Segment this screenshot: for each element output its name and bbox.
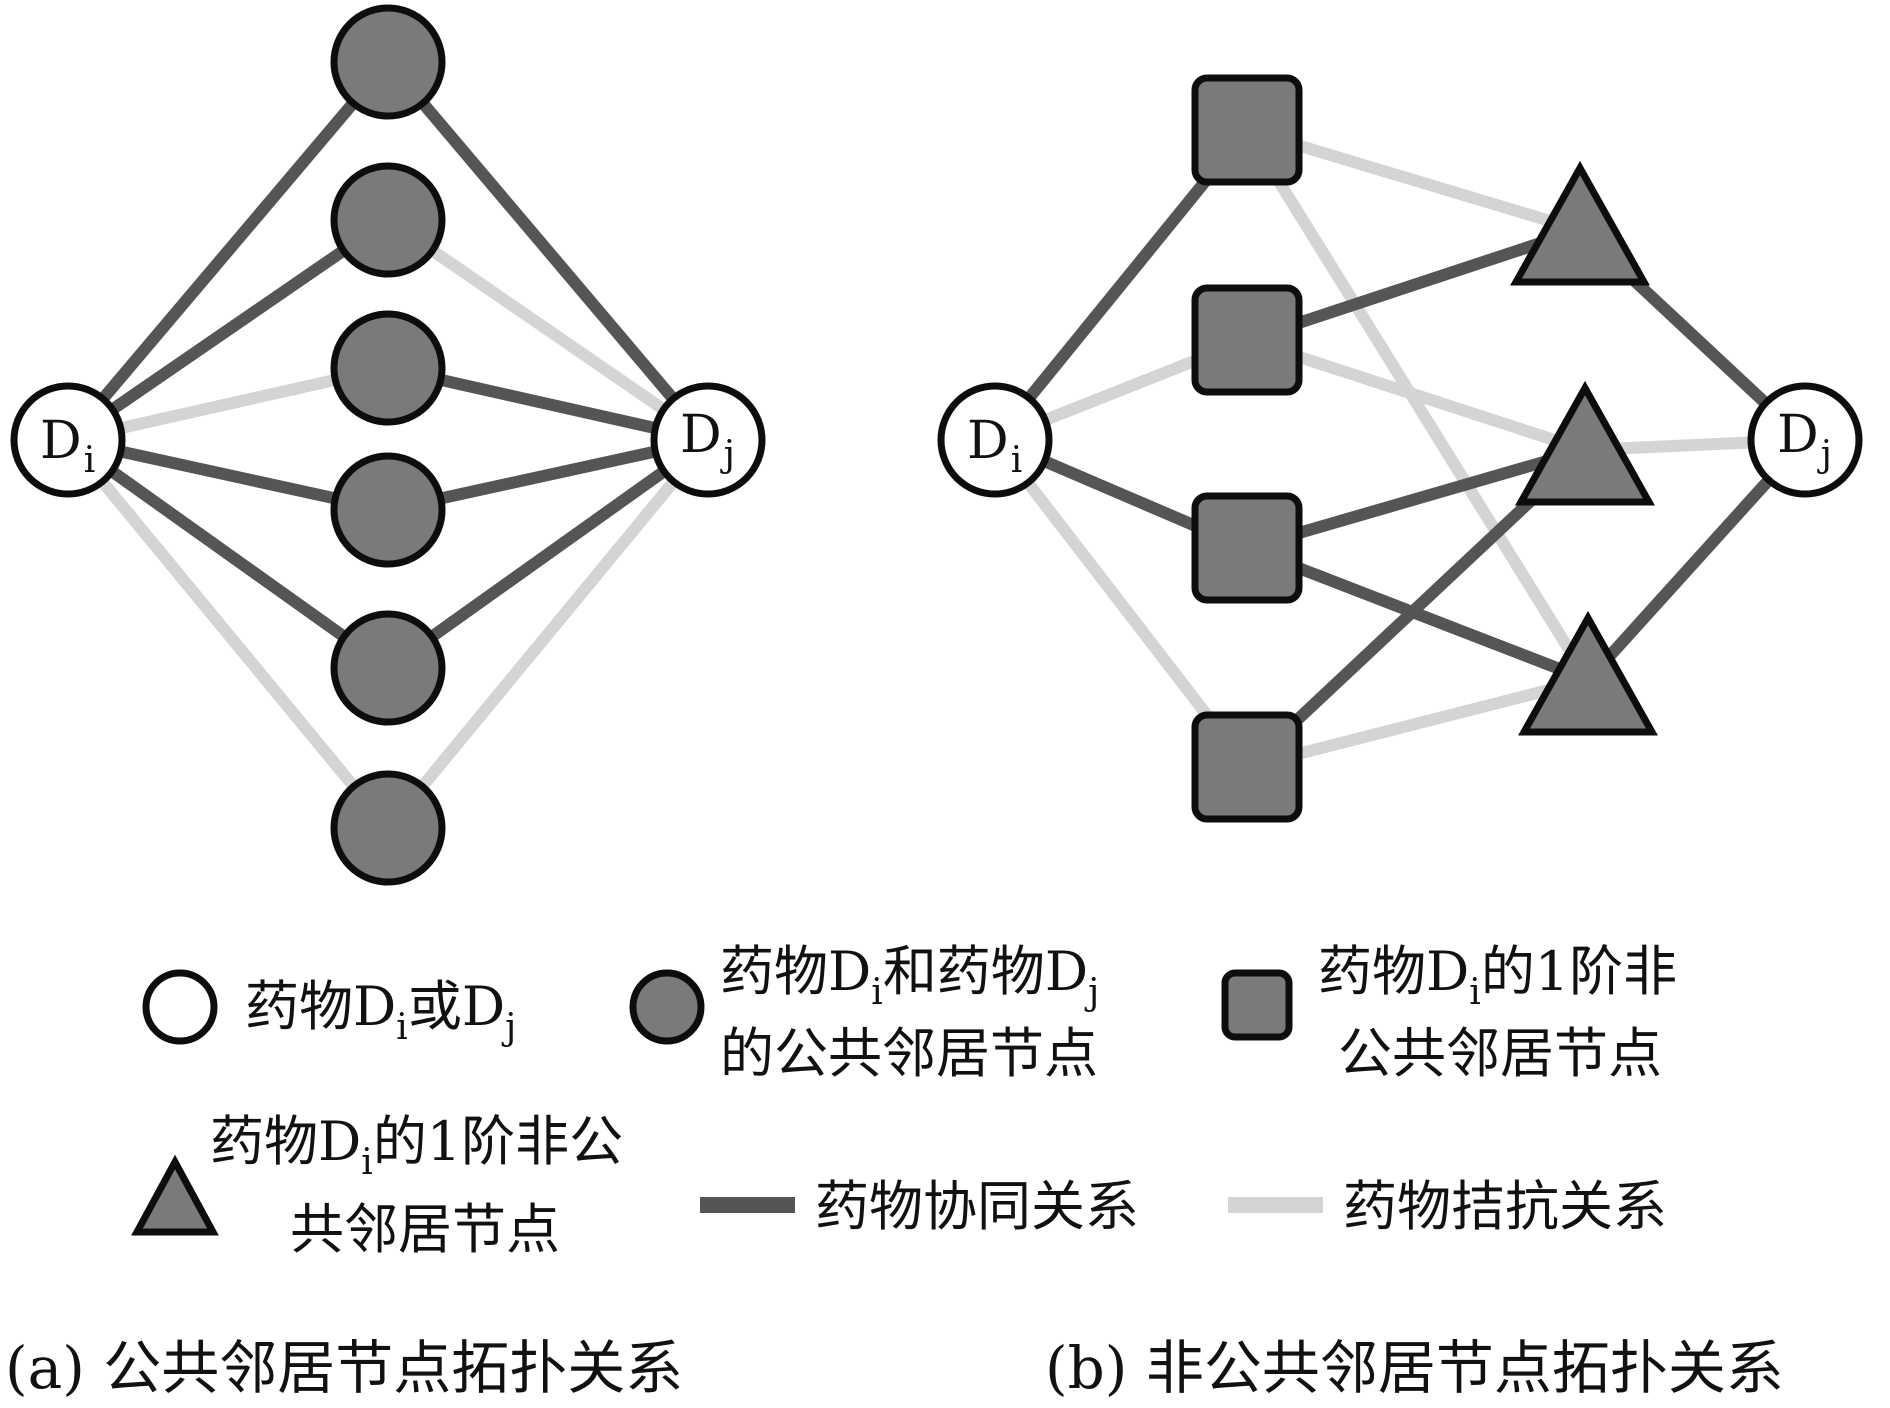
drug-j-label: Dj	[680, 405, 735, 475]
legend: 药物Di或Dj 药物Di和药物Dj 的公共邻居节点 药物Di的1阶非 公共邻居节…	[131, 940, 1677, 1261]
endpoint-circle	[650, 382, 766, 498]
drug-i-node: Di	[10, 382, 126, 498]
square-neighbor-node	[1191, 284, 1303, 396]
legend-common-line1: 药物Di和药物Dj	[720, 940, 1099, 1013]
drug-j-node: Dj	[650, 382, 766, 498]
common-neighbor-diagram: Di Dj	[10, 4, 766, 886]
common-neighbor-node	[330, 162, 446, 278]
square-neighbor-node	[1191, 711, 1303, 823]
drug-i-label: Di	[967, 411, 1022, 481]
drug-j-node: Dj	[1747, 382, 1863, 498]
square-neighbor-node	[1191, 492, 1303, 604]
legend-antagonism-label: 药物拮抗关系	[1343, 1175, 1667, 1238]
caption-b: (b) 非公共邻居节点拓扑关系	[1045, 1334, 1784, 1402]
node-layer	[1191, 74, 1658, 823]
non-common-neighbor-diagram: Di Dj	[937, 74, 1863, 823]
drug-i-node: Di	[937, 382, 1053, 498]
triangle-neighbor-node	[1510, 160, 1650, 286]
antagonism-edge	[1245, 334, 1587, 456]
common-neighbor-node	[330, 610, 446, 726]
node-layer	[330, 4, 446, 886]
synergy-edge	[1245, 444, 1587, 554]
triangle-icon	[131, 1154, 219, 1236]
common-neighbor-node	[330, 310, 446, 426]
common-neighbor-node	[330, 452, 446, 568]
edge-layer	[990, 124, 1810, 773]
common-neighbor-node	[330, 770, 446, 886]
legend-item-synergy: 药物协同关系	[700, 1175, 1139, 1238]
legend-common-line2: 的公共邻居节点	[720, 1022, 1098, 1085]
common-neighbor-node	[330, 4, 446, 120]
white-circle-icon	[142, 969, 218, 1045]
legend-triangle-line2: 共邻居节点	[290, 1198, 560, 1261]
drug-j-label: Dj	[1777, 405, 1832, 475]
legend-item-triangle-neighbor: 药物Di的1阶非公 共邻居节点	[131, 1110, 623, 1261]
caption-a: (a) 公共邻居节点拓扑关系	[5, 1334, 683, 1402]
synergy-edge	[384, 435, 712, 673]
antagonism-edge	[1245, 674, 1590, 773]
antagonism-edge	[384, 215, 712, 445]
synergy-edge	[64, 435, 392, 673]
legend-item-common-neighbor: 药物Di和药物Dj 的公共邻居节点	[629, 940, 1099, 1085]
legend-synergy-label: 药物协同关系	[815, 1175, 1139, 1238]
legend-item-antagonism: 药物拮抗关系	[1228, 1175, 1667, 1238]
square-neighbor-node	[1191, 74, 1303, 186]
antagonism-edge	[383, 436, 713, 832]
legend-drug-label: 药物Di或Dj	[245, 975, 516, 1048]
antagonism-edge	[1241, 126, 1594, 684]
endpoint-circle	[937, 382, 1053, 498]
antagonism-edge	[63, 436, 393, 832]
synergy-edge	[64, 215, 392, 445]
square-icon	[1221, 969, 1293, 1041]
gray-circle-icon	[629, 969, 705, 1045]
drug-i-label: Di	[40, 411, 95, 481]
legend-item-drug: 药物Di或Dj	[142, 969, 516, 1048]
endpoint-circle	[1747, 382, 1863, 498]
legend-item-square-neighbor: 药物Di的1阶非 公共邻居节点	[1221, 940, 1677, 1085]
synergy-edge	[63, 58, 393, 444]
legend-square-line2: 公共邻居节点	[1338, 1022, 1662, 1085]
endpoint-circle	[10, 382, 126, 498]
legend-triangle-line1: 药物Di的1阶非公	[210, 1110, 623, 1183]
triangle-neighbor-node	[1518, 610, 1658, 736]
triangle-neighbor-node	[1515, 380, 1655, 506]
synergy-edge	[383, 58, 713, 444]
legend-square-line1: 药物Di的1阶非	[1318, 940, 1677, 1013]
